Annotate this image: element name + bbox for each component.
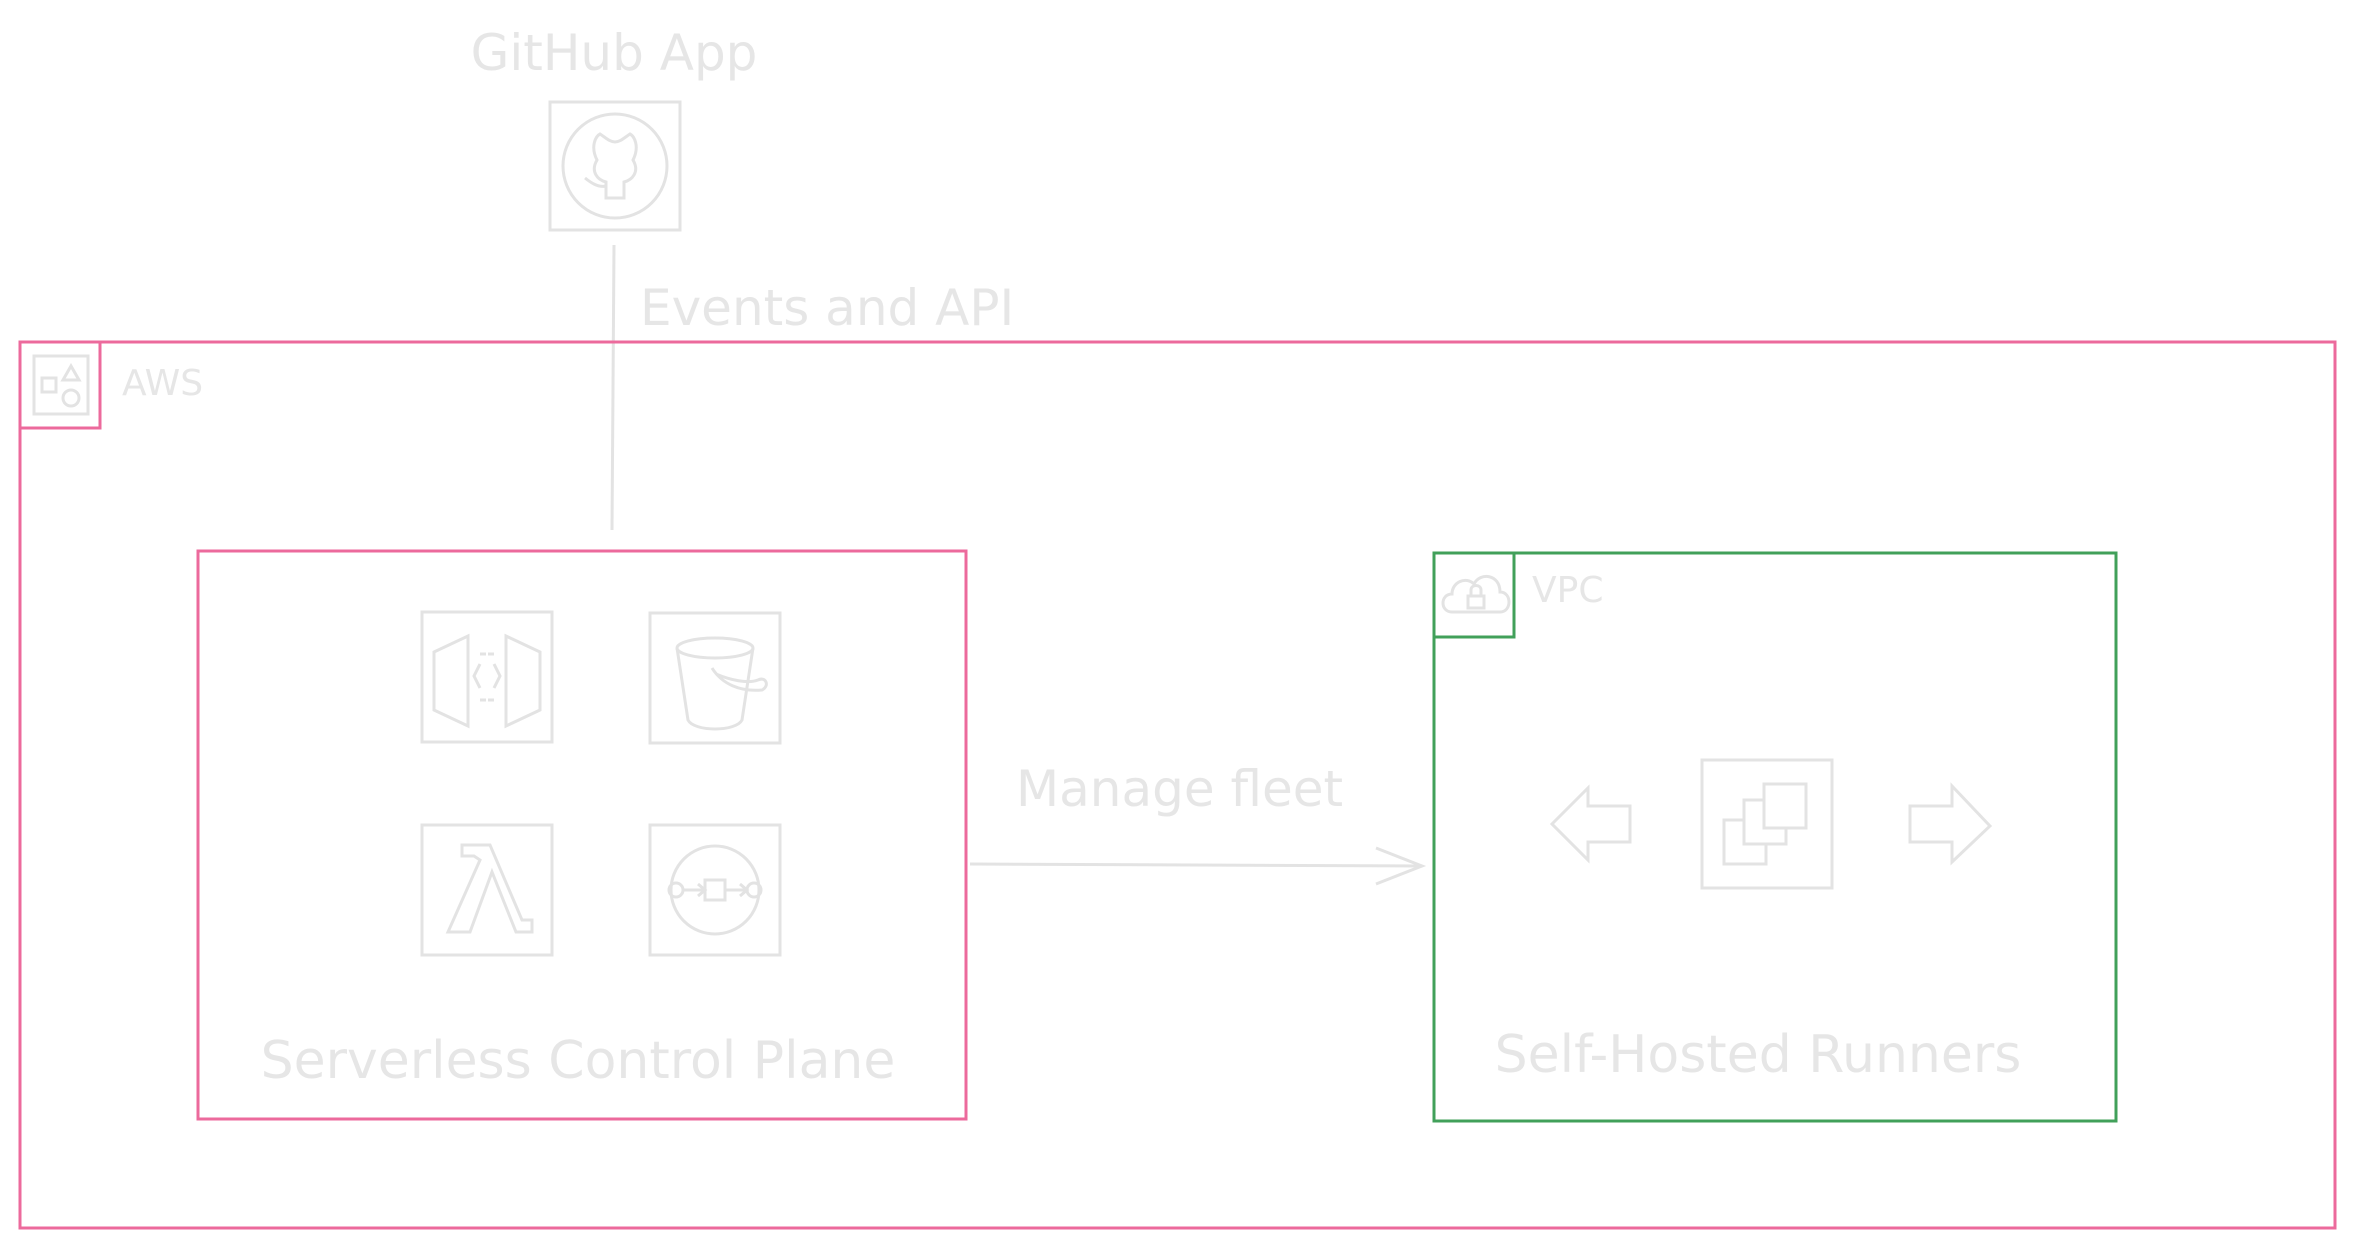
aws-label: AWS — [122, 363, 203, 404]
runners-label: Self-Hosted Runners — [1495, 1025, 2022, 1085]
aws-icon-box — [18, 340, 102, 430]
vpc-label: VPC — [1532, 570, 1603, 611]
control-plane-container — [196, 549, 968, 1121]
s3-bucket-icon — [648, 611, 782, 745]
vpc-icon-box — [1432, 551, 1516, 639]
api-gateway-icon — [420, 610, 554, 744]
github-app-title: GitHub App — [471, 24, 758, 82]
step-functions-icon — [648, 823, 782, 957]
events-api-connector — [610, 244, 616, 531]
arrow-right-icon — [1908, 782, 1993, 866]
manage-fleet-arrow — [969, 846, 1427, 886]
lambda-icon — [420, 823, 554, 957]
vpc-cloud-lock-icon — [1441, 575, 1511, 614]
arrow-left-icon — [1549, 784, 1632, 864]
manage-fleet-label: Manage fleet — [1016, 760, 1343, 818]
events-api-label: Events and API — [640, 279, 1014, 337]
vpc-container — [1432, 551, 2118, 1123]
aws-container — [18, 340, 2337, 1230]
github-icon — [548, 100, 682, 232]
control-plane-label: Serverless Control Plane — [261, 1031, 896, 1091]
aws-cloud-group-icon — [32, 354, 90, 416]
ec2-instances-icon — [1700, 758, 1834, 890]
